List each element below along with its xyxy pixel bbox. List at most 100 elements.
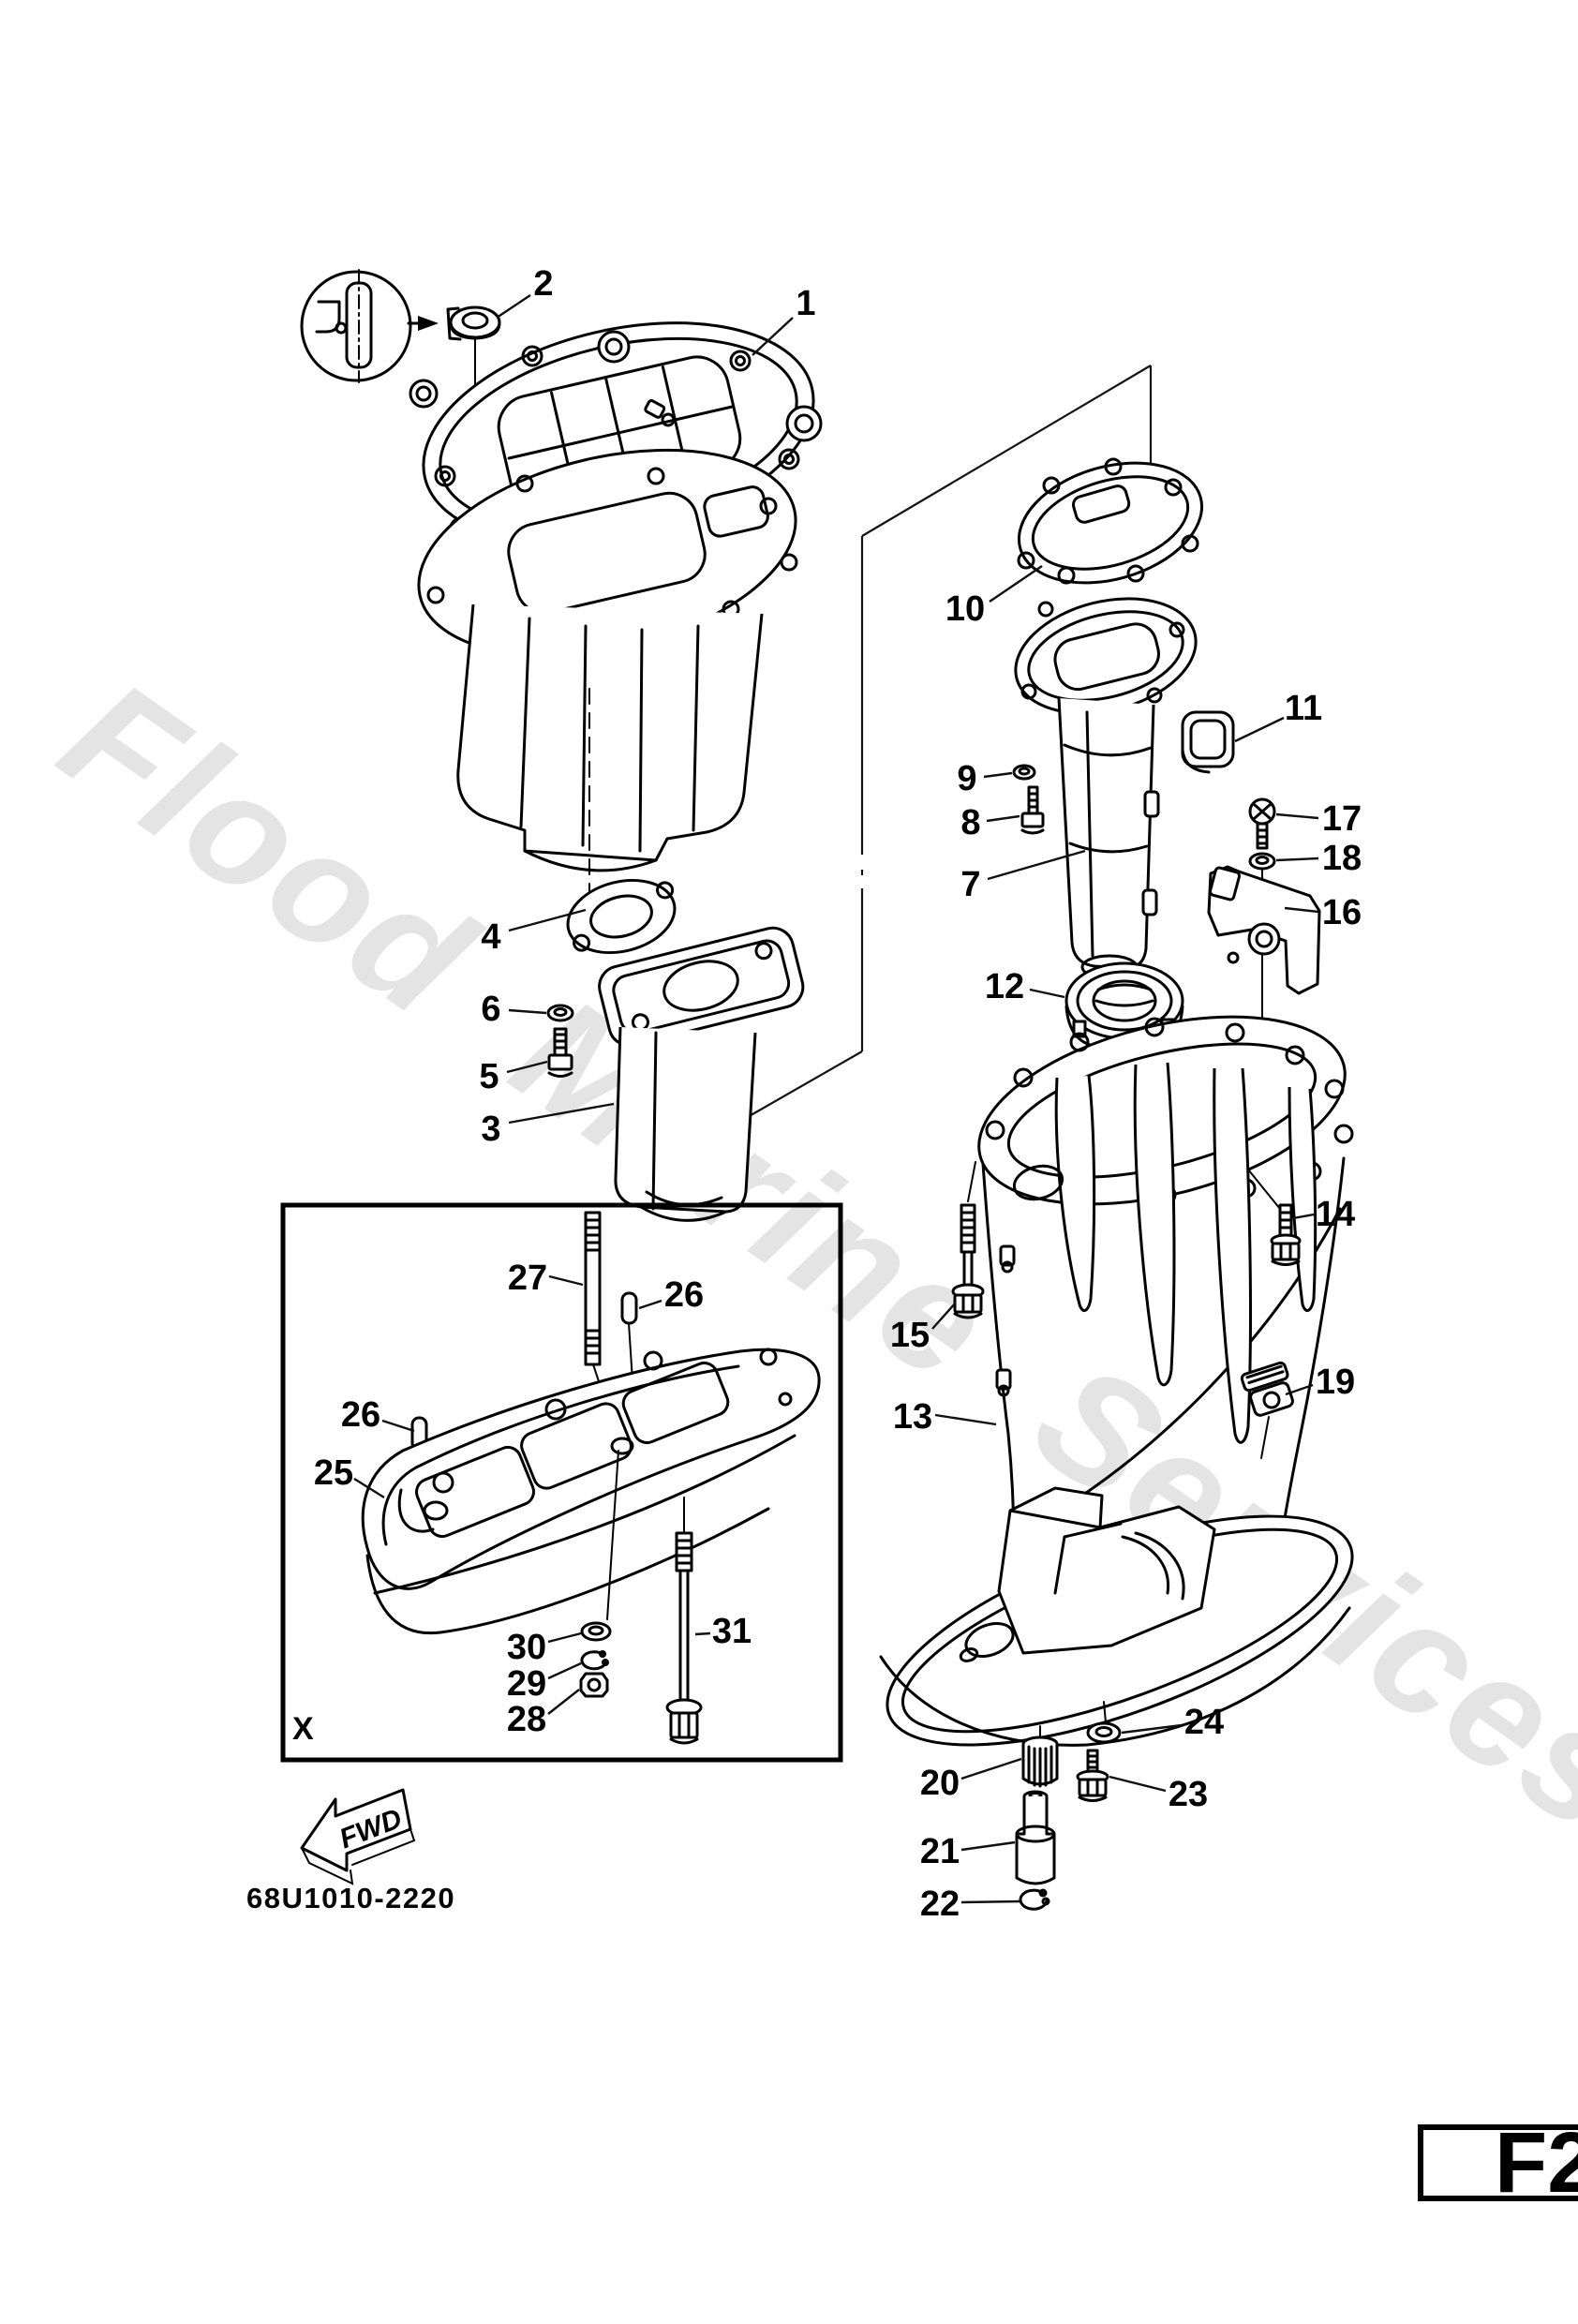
leader-line-18 xyxy=(1275,857,1319,862)
callout-31: 31 xyxy=(711,1612,752,1651)
page-label-box: F2 xyxy=(1418,2115,1578,2211)
leader-line-6 xyxy=(508,1008,547,1015)
part-exhaust-pipe-7 xyxy=(1014,597,1198,987)
callout-18: 18 xyxy=(1321,839,1362,878)
part-bolt-5 xyxy=(547,1027,573,1078)
callout-15: 15 xyxy=(889,1316,930,1355)
part-damper-11 xyxy=(1181,710,1235,774)
leader-line-21 xyxy=(960,1840,1016,1852)
part-casing-bottom-view-25 xyxy=(361,1348,821,1635)
callout-21: 21 xyxy=(919,1832,960,1871)
callout-8: 8 xyxy=(960,803,981,842)
leader-line-1 xyxy=(752,317,794,356)
leader-line-4 xyxy=(508,908,587,932)
part-exhaust-guide xyxy=(456,603,764,901)
fwd-arrow: FWD xyxy=(300,1788,416,1885)
leader-line-23 xyxy=(1109,1775,1167,1793)
part-lower-casing-13 xyxy=(879,1015,1354,1747)
part-bushing-20 xyxy=(1021,1725,1059,1788)
leader-line-30 xyxy=(547,1631,582,1644)
callout-16: 16 xyxy=(1321,893,1362,932)
leader-line-10 xyxy=(989,565,1043,603)
part-washer-9 xyxy=(1012,764,1036,781)
leader-line-12 xyxy=(1029,988,1065,999)
leader-line-26 xyxy=(381,1419,415,1433)
part-muffler-3 xyxy=(598,926,805,1222)
arrow-head-icon xyxy=(418,316,439,331)
leader-line-13 xyxy=(934,1413,997,1426)
callout-3: 3 xyxy=(481,1110,501,1149)
leader-line-11 xyxy=(1234,716,1285,743)
leader-line-22 xyxy=(960,1899,1021,1904)
leader-line-15 xyxy=(931,1302,957,1330)
part-clip-22 xyxy=(1019,1888,1050,1911)
leader-line-31 xyxy=(694,1631,711,1636)
callout-27: 27 xyxy=(507,1259,548,1298)
part-gasket-4 xyxy=(566,878,677,955)
callout-25: 25 xyxy=(313,1453,354,1493)
callout-26: 26 xyxy=(340,1395,381,1435)
leader-line-8 xyxy=(986,814,1020,823)
callout-4: 4 xyxy=(481,917,501,957)
part-bolt-31 xyxy=(665,1497,703,1745)
leader-line-16 xyxy=(1284,906,1319,914)
leader-line-3 xyxy=(508,1102,615,1125)
callout-20: 20 xyxy=(919,1764,960,1803)
leader-line-29 xyxy=(547,1661,582,1680)
callout-24: 24 xyxy=(1184,1703,1225,1742)
part-screw-17 xyxy=(1248,797,1276,850)
part-bolt-23 xyxy=(1076,1749,1109,1802)
part-code: 68U1010-2220 xyxy=(246,1882,456,1914)
callout-13: 13 xyxy=(892,1397,933,1437)
leader-line-9 xyxy=(983,771,1013,779)
callout-23: 23 xyxy=(1168,1775,1209,1814)
callout-10: 10 xyxy=(945,589,986,629)
leader-line-25 xyxy=(353,1477,385,1499)
part-clip-29 xyxy=(580,1650,609,1671)
leader-line-17 xyxy=(1275,812,1319,820)
part-gasket-10 xyxy=(1017,457,1204,585)
leader-line-2 xyxy=(496,294,531,319)
callout-26: 26 xyxy=(663,1275,705,1315)
leader-line-5 xyxy=(506,1060,548,1074)
leader-line-7 xyxy=(987,849,1086,881)
detail-circle-callout xyxy=(300,269,462,383)
part-washer-6 xyxy=(546,1004,574,1022)
part-nut-28 xyxy=(579,1672,609,1698)
part-washer-24 xyxy=(1086,1721,1122,1744)
part-gasket-plate xyxy=(417,448,798,658)
callout-22: 22 xyxy=(919,1885,960,1924)
page-label: F2 xyxy=(1495,2115,1578,2211)
callout-19: 19 xyxy=(1315,1363,1356,1402)
leader-line-26 xyxy=(638,1299,662,1310)
callout-11: 11 xyxy=(1284,689,1323,728)
part-washer-30 xyxy=(580,1621,612,1642)
part-bolt-15 xyxy=(951,1161,985,1319)
leader-line-20 xyxy=(960,1757,1022,1780)
callout-1: 1 xyxy=(796,284,816,323)
detail-box-label: X xyxy=(292,1711,314,1747)
callout-28: 28 xyxy=(506,1700,547,1739)
callout-5: 5 xyxy=(479,1057,499,1096)
part-bolt-14 xyxy=(1247,1169,1302,1266)
callout-6: 6 xyxy=(481,990,501,1029)
fwd-arrow-icon xyxy=(300,1788,412,1872)
callout-29: 29 xyxy=(506,1664,547,1704)
leader-line-24 xyxy=(1121,1723,1183,1735)
part-spacer-21 xyxy=(1015,1790,1056,1885)
callout-17: 17 xyxy=(1321,799,1362,839)
leader-line-14 xyxy=(1292,1213,1315,1220)
detail-box-x xyxy=(280,1202,843,1763)
callout-30: 30 xyxy=(506,1628,547,1667)
leader-line-27 xyxy=(548,1274,584,1287)
part-bolt-8 xyxy=(1020,785,1045,835)
callout-12: 12 xyxy=(984,967,1025,1006)
callout-2: 2 xyxy=(533,264,554,304)
callout-7: 7 xyxy=(960,865,981,904)
part-bracket-16 xyxy=(1207,865,1321,995)
callout-9: 9 xyxy=(957,759,977,798)
leader-line-19 xyxy=(1285,1383,1314,1396)
callout-14: 14 xyxy=(1315,1195,1356,1234)
